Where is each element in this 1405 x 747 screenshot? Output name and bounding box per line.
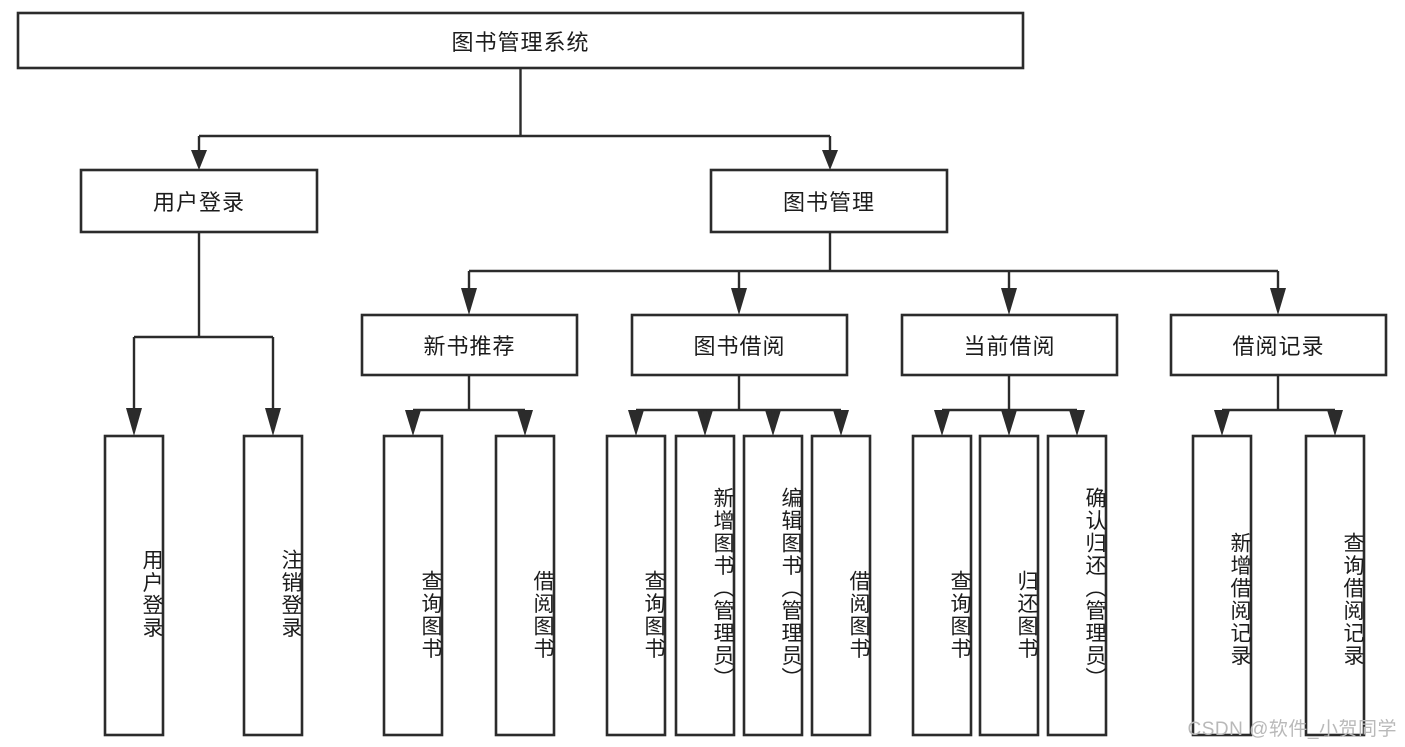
arrow-head-bb-leaf-3 <box>765 410 781 436</box>
arrow-head-bb-leaf-2 <box>697 410 713 436</box>
node-box-user-login[interactable] <box>79 168 319 234</box>
arrow-head-book-mgmt <box>822 150 838 170</box>
boxes-layer <box>16 11 1388 737</box>
node-box-leaf-query-book-2[interactable] <box>605 434 667 737</box>
node-box-leaf-query-borrow-record[interactable] <box>1304 434 1366 737</box>
node-box-leaf-query-book-1[interactable] <box>382 434 444 737</box>
node-box-borrow-record[interactable] <box>1169 313 1388 377</box>
node-box-leaf-confirm-return-admin[interactable] <box>1046 434 1108 737</box>
arrow-head-cb-leaf-1 <box>934 410 950 436</box>
node-box-leaf-borrow-book-1[interactable] <box>494 434 556 737</box>
node-box-leaf-logout[interactable] <box>242 434 304 737</box>
arrow-head-leaf-logout <box>265 408 281 436</box>
arrow-head-book-borrow <box>731 288 747 315</box>
csdn-watermark: CSDN @软件_小贺同学 <box>1187 719 1397 740</box>
node-box-leaf-add-borrow-record[interactable] <box>1191 434 1253 737</box>
node-box-leaf-query-book-3[interactable] <box>911 434 973 737</box>
connectors-layer <box>126 68 1343 436</box>
arrow-head-br-leaf-2 <box>1327 410 1343 436</box>
node-box-leaf-user-login[interactable] <box>103 434 165 737</box>
node-box-book-management[interactable] <box>709 168 949 234</box>
node-box-new-book-recommend[interactable] <box>360 313 579 377</box>
arrow-head-nbr-leaf-1 <box>405 410 421 436</box>
node-box-current-borrow[interactable] <box>900 313 1119 377</box>
arrow-head-br-leaf-1 <box>1214 410 1230 436</box>
node-box-leaf-edit-book-admin[interactable] <box>742 434 804 737</box>
arrow-head-cb-leaf-2 <box>1001 410 1017 436</box>
node-box-leaf-add-book-admin[interactable] <box>674 434 736 737</box>
arrow-head-bb-leaf-4 <box>833 410 849 436</box>
arrow-head-leaf-user-login <box>126 408 142 436</box>
arrow-head-borrow-record <box>1270 288 1286 315</box>
arrow-head-user-login <box>191 150 207 170</box>
node-box-book-borrow[interactable] <box>630 313 849 377</box>
node-box-root[interactable] <box>16 11 1025 70</box>
arrow-head-current-borrow <box>1001 288 1017 315</box>
arrow-head-cb-leaf-3 <box>1069 410 1085 436</box>
arrow-head-bb-leaf-1 <box>628 410 644 436</box>
arrow-head-nbr-leaf-2 <box>517 410 533 436</box>
node-box-leaf-borrow-book-2[interactable] <box>810 434 872 737</box>
node-box-leaf-return-book[interactable] <box>978 434 1040 737</box>
arrow-head-new-book-rec <box>461 288 477 315</box>
